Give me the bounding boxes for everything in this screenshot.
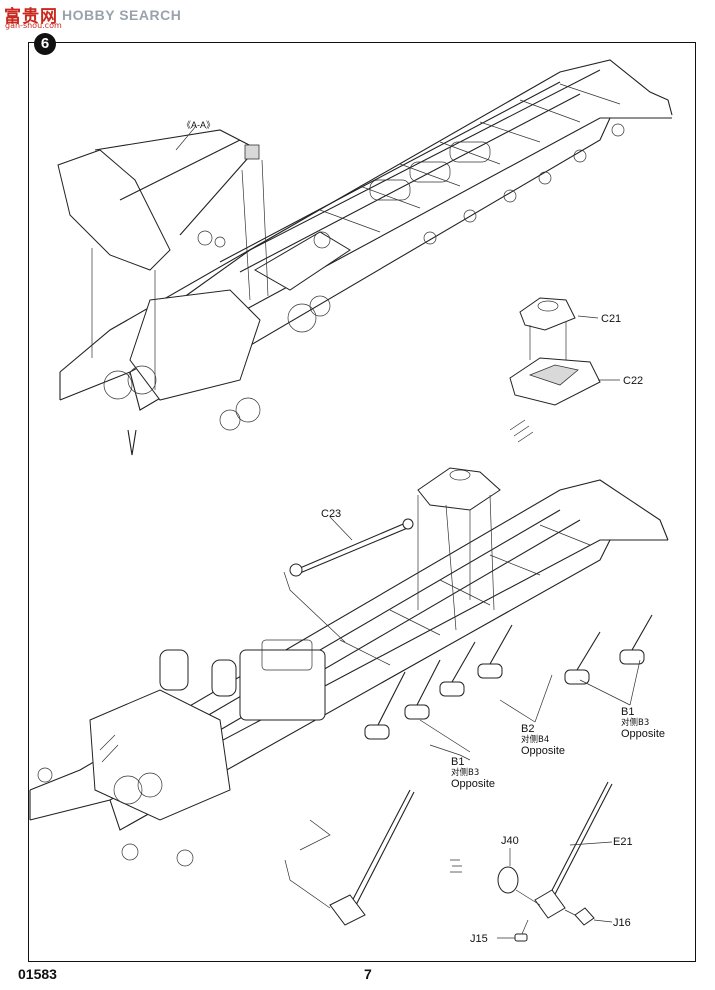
step-number-badge: 6 (34, 33, 56, 55)
b1-left-en: Opposite (451, 778, 496, 790)
lower-c21-part (417, 467, 501, 631)
label-b1-right: B1 对侧B3 Opposite (621, 706, 665, 740)
upper-chassis-drawing (59, 59, 673, 456)
kit-number: 01583 (18, 966, 57, 982)
section-a-a-drawing (57, 125, 269, 390)
b2-code: B2 (521, 723, 535, 735)
b2-en: Opposite (521, 745, 566, 757)
c23-drive-shaft (283, 516, 414, 643)
lower-right-parts (284, 781, 613, 942)
label-j15: J15 (470, 933, 488, 945)
label-j16: J16 (613, 917, 631, 929)
b1-right-en: Opposite (621, 728, 666, 740)
watermark-cn: 富贵网 (4, 7, 58, 27)
suspension-arms (364, 614, 653, 761)
label-b1-left: B1 对侧B3 Opposite (451, 756, 495, 790)
watermark-sub: gan-shou.com (5, 21, 62, 30)
watermark: 富贵网 HOBBY SEARCH (4, 2, 182, 28)
label-j40: J40 (501, 835, 519, 847)
page-frame (28, 42, 696, 962)
label-c22: C22 (623, 375, 644, 387)
c21-c22-parts (509, 297, 620, 443)
watermark-en: HOBBY SEARCH (62, 6, 182, 23)
label-e21: E21 (613, 836, 633, 848)
b1-right-cn: 对侧B3 (621, 718, 650, 728)
lower-chassis-drawing (29, 479, 669, 867)
b1-left-cn: 对侧B3 (451, 768, 480, 778)
label-b2: B2 对侧B4 Opposite (521, 723, 565, 757)
b1-right-code: B1 (621, 706, 635, 718)
page-number: 7 (364, 966, 372, 982)
section-a-a-label: 《A-A》 (182, 120, 216, 130)
b2-cn: 对侧B4 (521, 735, 550, 745)
label-c23: C23 (321, 508, 342, 520)
b1-left-code: B1 (451, 756, 465, 768)
label-c21: C21 (601, 313, 622, 325)
